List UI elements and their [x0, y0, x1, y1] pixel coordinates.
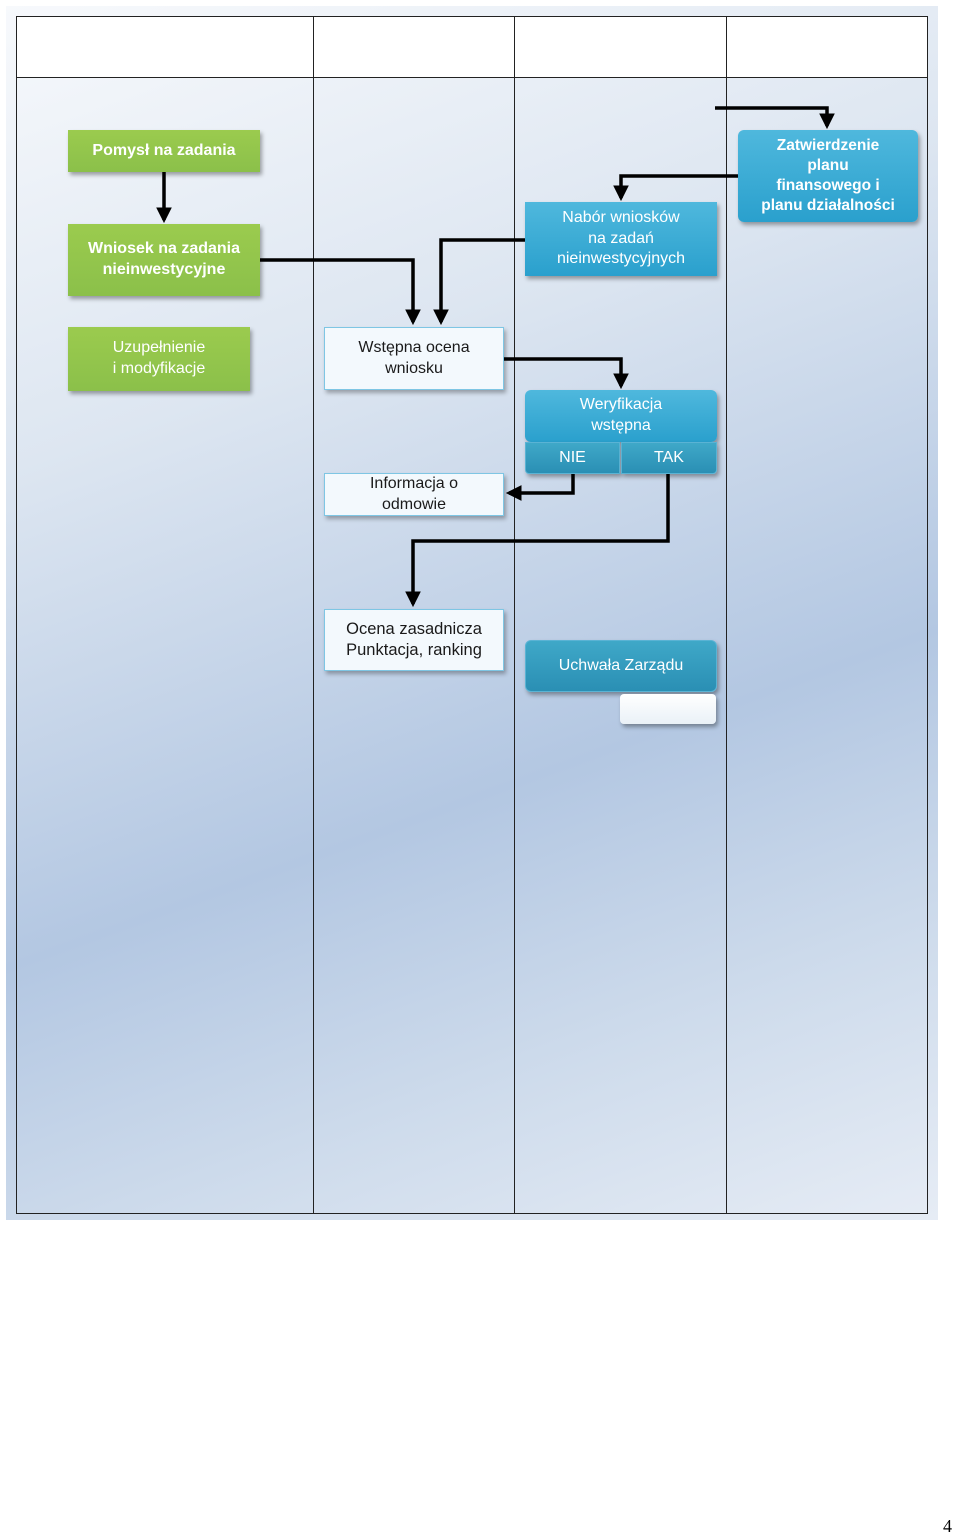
node-uzupelnienie: Uzupełnienie i modyfikacje: [68, 327, 250, 391]
arrow-tak-to-ocena-zasadnicza: [405, 474, 670, 608]
lane-divider-2: [514, 16, 515, 1214]
node-empty-sub-box: [620, 694, 716, 724]
arrow-wstepna-to-weryfikacja: [504, 357, 629, 390]
arrow-nie-to-informacja: [505, 474, 575, 501]
lane-divider-1: [313, 16, 314, 1214]
node-weryfikacja-wstepna: Weryfikacja wstępna: [525, 390, 717, 442]
node-uchwala-zarzadu: Uchwała Zarządu: [525, 640, 717, 692]
arrow-wniosek-to-wstepna-ocena: [260, 258, 421, 326]
page-number: 4: [943, 1516, 952, 1536]
node-pomysl-na-zadania: Pomysł na zadania: [68, 130, 260, 172]
arrow-top-to-zatwierdzenie: [715, 106, 835, 130]
arrow-nabor-to-wstepna-ocena: [433, 238, 525, 326]
arrow-lane4-to-nabor: [613, 174, 738, 202]
node-ocena-zasadnicza: Ocena zasadnicza Punktacja, ranking: [324, 609, 504, 671]
lane-divider-3: [726, 16, 727, 1214]
node-wstepna-ocena-wniosku: Wstępna ocena wniosku: [324, 327, 504, 390]
node-wniosek-na-zadania: Wniosek na zadania nieinwestycyjne: [68, 224, 260, 296]
node-zatwierdzenie-planu: Zatwierdzenie planu finansowego i planu …: [738, 130, 918, 222]
node-nabor-wnioskow: Nabór wniosków na zadań nieinwestycyjnyc…: [525, 202, 717, 276]
decision-nie: NIE: [525, 442, 620, 474]
swimlane-header-row: [16, 16, 928, 78]
decision-tak: TAK: [621, 442, 717, 474]
node-informacja-o-odmowie: Informacja o odmowie: [324, 473, 504, 516]
